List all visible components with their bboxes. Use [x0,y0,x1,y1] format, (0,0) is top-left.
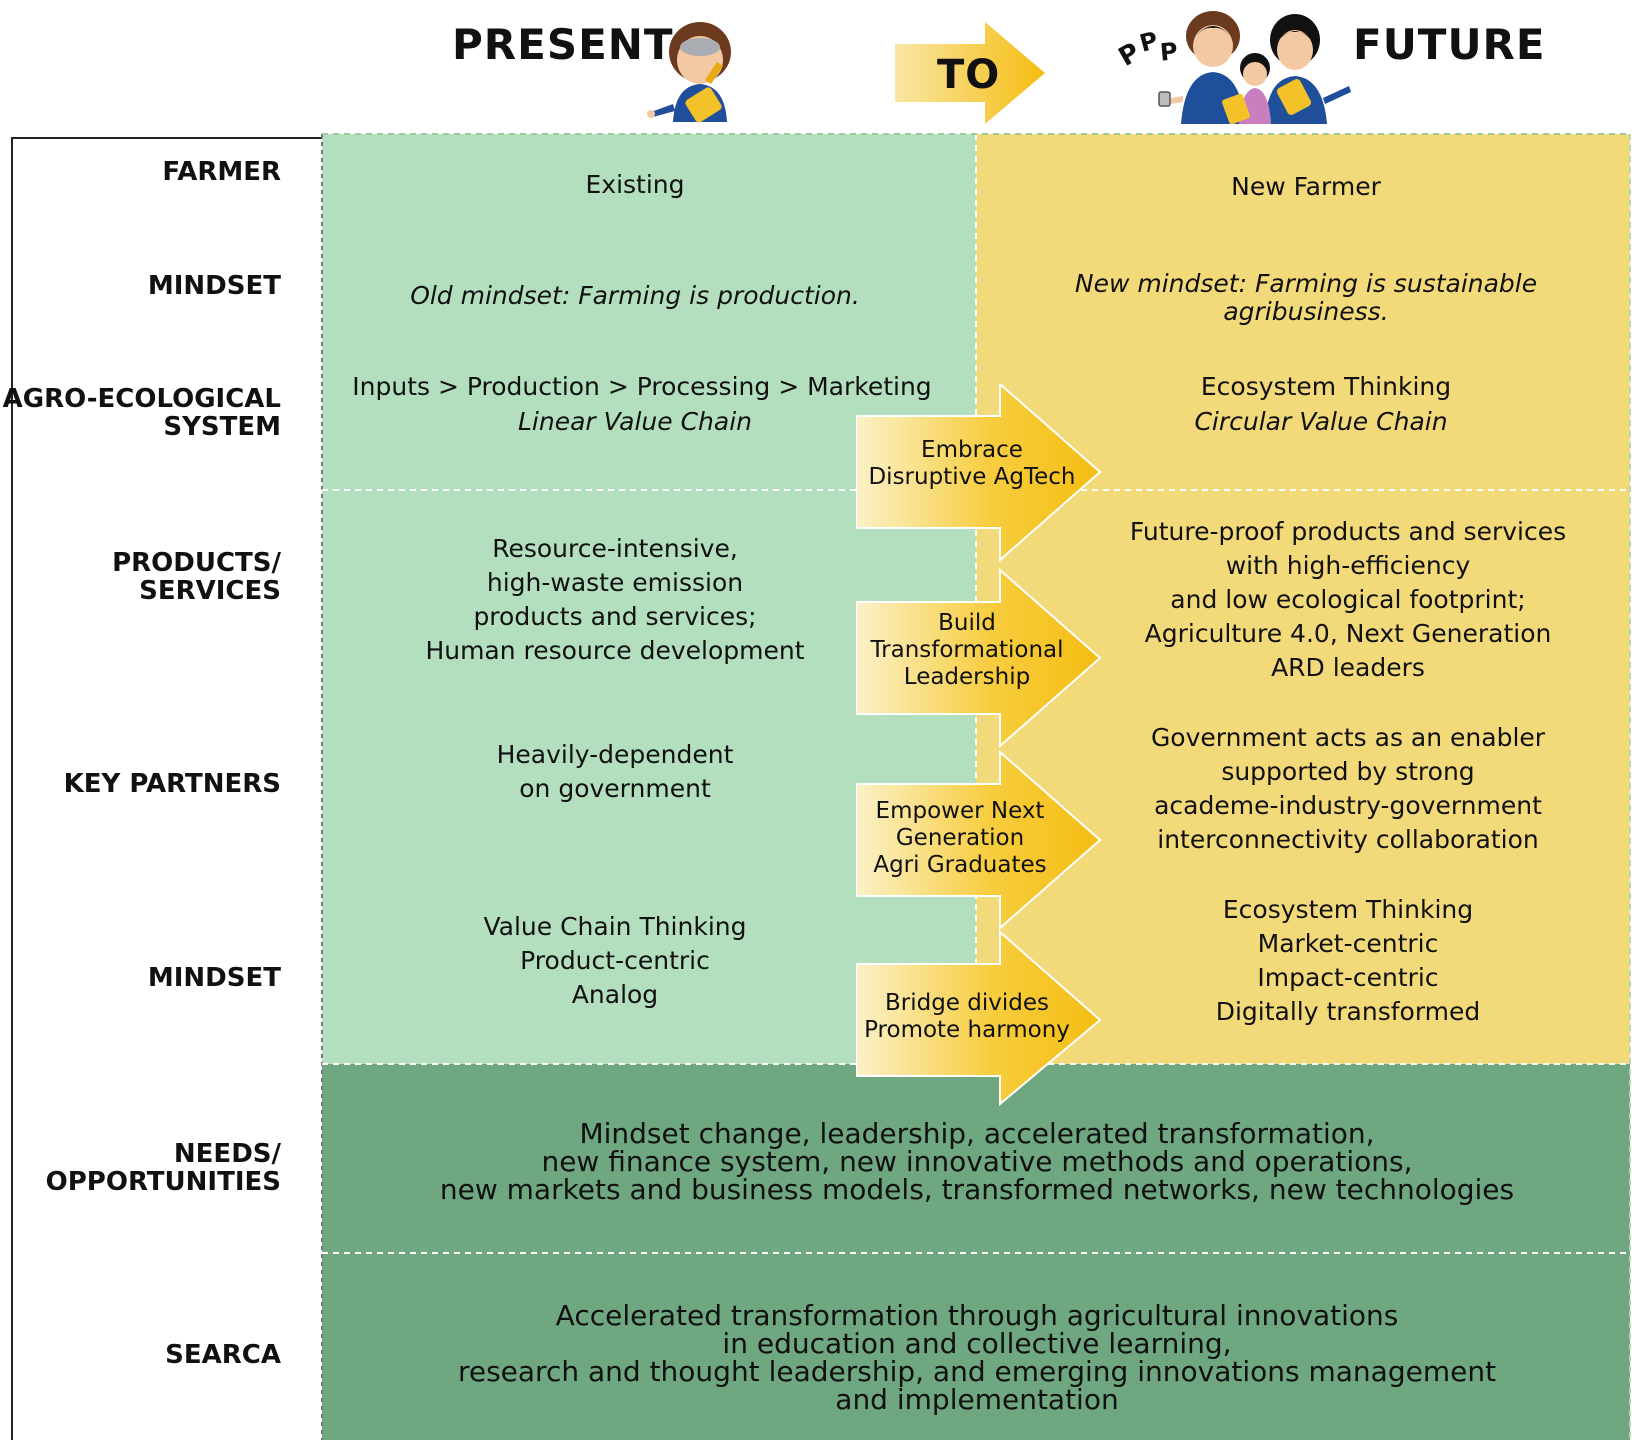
to-label: TO [937,52,1001,98]
to-arrow [895,22,1045,124]
future-partners-line: Government acts as an enabler [1150,723,1546,752]
future-mindset: New mindset: Farming is sustainable agri… [990,270,1622,326]
present-panel [322,134,976,1064]
future-products-line: with high-efficiency [1225,551,1471,580]
future-mindset-2-line: Market-centric [1257,929,1439,958]
future-mindset-2-line: Digitally transformed [1215,997,1481,1026]
arrow-bridge [856,929,1102,1106]
label-key-partners: KEY PARTNERS [63,769,281,799]
future-mindset-line1: New mindset: Farming is sustainable [1074,269,1538,298]
future-farmers-illustration [1158,11,1351,124]
present-mindset: Old mindset: Farming is production. [410,281,860,310]
future-agro-line1: Ecosystem Thinking [1200,372,1452,401]
label-mindset-2: MINDSET [147,963,281,993]
present-farmer: Existing [585,170,685,199]
present-partners-line: Heavily-dependent [496,740,734,769]
arrow-text-line: Agri Graduates [873,852,1047,878]
arrow-build [856,567,1102,749]
label-farmer: FARMER [162,157,281,187]
present-agro-line1: Inputs > Production > Processing > Marke… [352,372,932,401]
arrow-text-embrace: Embrace Disruptive AgTech [856,437,1088,491]
arrow-text-bridge: Bridge divides Promote harmony [856,990,1078,1044]
future-partners-line: academe-industry-government [1154,791,1542,820]
future-mindset-line2: agribusiness. [1223,297,1389,326]
label-products-line2: SERVICES [139,576,281,606]
searca-text: Accelerated transformation through agric… [330,1302,1624,1414]
arrow-text-line: Empower Next [875,798,1045,824]
label-mindset: MINDSET [147,271,281,301]
present-products-line: high-waste emission [486,568,744,597]
needs-line: new markets and business models, transfo… [439,1173,1515,1206]
future-mindset-2: Ecosystem Thinking Market-centric Impact… [1070,893,1626,1029]
present-mindset-2: Value Chain Thinking Product-centric Ana… [322,910,908,1012]
label-agro-ecological-line2: SYSTEM [163,412,281,442]
transition-arrows [856,384,1102,1106]
needs-line: new finance system, new innovative metho… [541,1145,1413,1178]
future-mindset-2-line: Ecosystem Thinking [1222,895,1474,924]
present-mindset-2-line: Value Chain Thinking [483,912,747,941]
searca-line: in education and collective learning, [722,1327,1232,1360]
searca-line: research and thought leadership, and eme… [457,1355,1497,1388]
arrow-text-line: Transformational [870,637,1064,663]
future-products-line: and low ecological footprint; [1170,585,1526,614]
arrow-text-line: Leadership [903,664,1031,690]
present-partners-line: on government [519,774,711,803]
present-products-line: Resource-intensive, [492,534,738,563]
needs-line: Mindset change, leadership, accelerated … [579,1117,1375,1150]
present-mindset-2-line: Analog [571,980,659,1009]
arrow-text-empower: Empower Next Generation Agri Graduates [856,798,1064,879]
needs-opportunities-text: Mindset change, leadership, accelerated … [330,1120,1624,1204]
future-products: Future-proof products and services with … [1070,515,1626,685]
label-searca: SEARCA [165,1340,281,1370]
label-products-line1: PRODUCTS/ [112,548,281,578]
future-partners-line: interconnectivity collaboration [1157,825,1539,854]
future-mindset-2-line: Impact-centric [1257,963,1439,992]
present-mindset-2-line: Product-centric [520,946,710,975]
present-partners: Heavily-dependent on government [322,738,908,806]
searca-line: Accelerated transformation through agric… [555,1299,1399,1332]
future-partners: Government acts as an enabler supported … [1070,721,1626,857]
future-agro-line2: Circular Value Chain [1194,407,1448,436]
present-products-line: products and services; [473,602,757,631]
present-agro-line2: Linear Value Chain [518,407,752,436]
arrow-text-line: Bridge divides [884,990,1049,1016]
label-needs-line2: OPPORTUNITIES [45,1167,281,1197]
arrow-empower [856,749,1102,931]
present-farmer-illustration [647,22,731,122]
future-products-line: ARD leaders [1271,653,1425,682]
present-products: Resource-intensive, high-waste emission … [322,532,908,668]
label-needs-line1: NEEDS/ [173,1139,281,1169]
label-agro-ecological-line1: AGRO-ECOLOGICAL [2,384,281,414]
arrow-embrace [856,384,1102,563]
future-heading: FUTURE [1353,20,1546,69]
future-panel [976,134,1630,1064]
present-products-line: Human resource development [425,636,805,665]
present-heading: PRESENT [452,20,674,69]
arrow-text-line: Build [938,610,996,636]
future-products-line: Agriculture 4.0, Next Generation [1144,619,1552,648]
searca-line: and implementation [835,1383,1119,1416]
future-products-line: Future-proof products and services [1129,517,1567,546]
future-farmer: New Farmer [1231,172,1381,201]
arrow-text-line: Disruptive AgTech [868,464,1076,490]
future-partners-line: supported by strong [1221,757,1475,786]
arrow-text-line: Promote harmony [864,1017,1070,1043]
arrow-text-line: Generation [895,825,1025,851]
arrow-text-build: Build Transformational Leadership [856,610,1078,691]
arrow-text-line: Embrace [921,437,1023,463]
